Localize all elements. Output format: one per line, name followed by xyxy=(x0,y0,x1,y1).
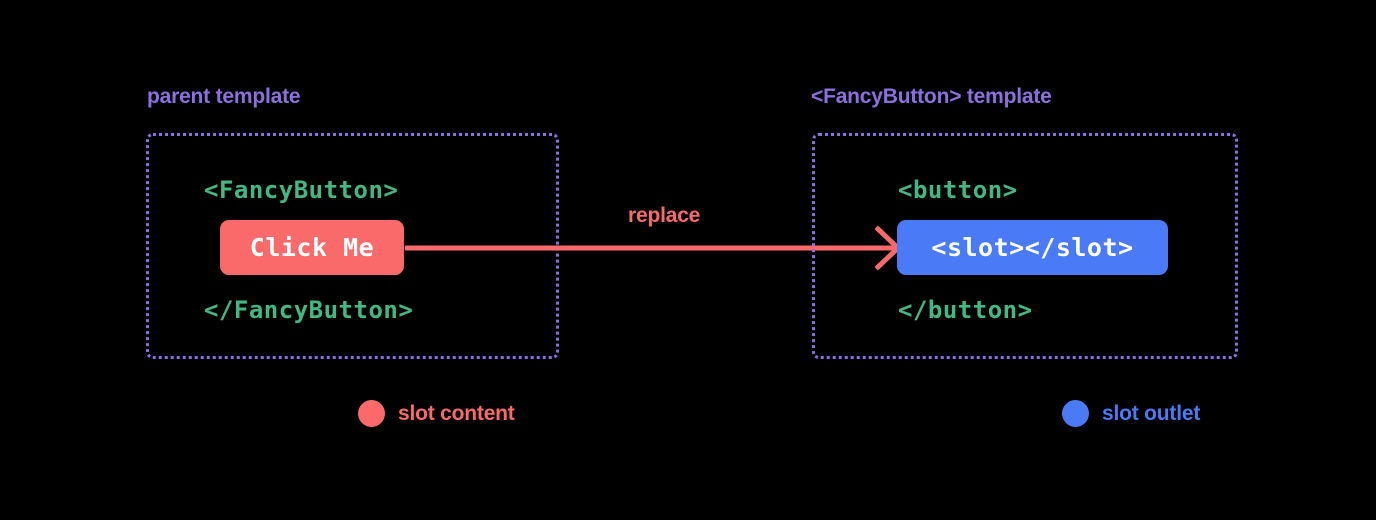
legend-item-slot-content: slot content xyxy=(358,400,515,427)
legend-item-slot-outlet: slot outlet xyxy=(1062,400,1200,427)
slot-outlet-chip: <slot></slot> xyxy=(897,220,1168,275)
parent-close-tag: </FancyButton> xyxy=(204,296,414,324)
slot-content-chip: Click Me xyxy=(220,220,404,275)
legend-label-slot-content: slot content xyxy=(398,401,515,425)
fancybutton-template-heading: <FancyButton> template xyxy=(811,85,1052,108)
slot-content-swatch-icon xyxy=(358,400,385,427)
slot-outlet-swatch-icon xyxy=(1062,400,1089,427)
legend-label-slot-outlet: slot outlet xyxy=(1102,401,1201,425)
parent-open-tag: <FancyButton> xyxy=(204,176,399,204)
parent-template-heading: parent template xyxy=(147,85,301,108)
replace-arrow-label: replace xyxy=(628,204,701,227)
button-open-tag: <button> xyxy=(898,176,1018,204)
button-close-tag: </button> xyxy=(898,296,1033,324)
fancybutton-template-panel xyxy=(812,133,1238,359)
